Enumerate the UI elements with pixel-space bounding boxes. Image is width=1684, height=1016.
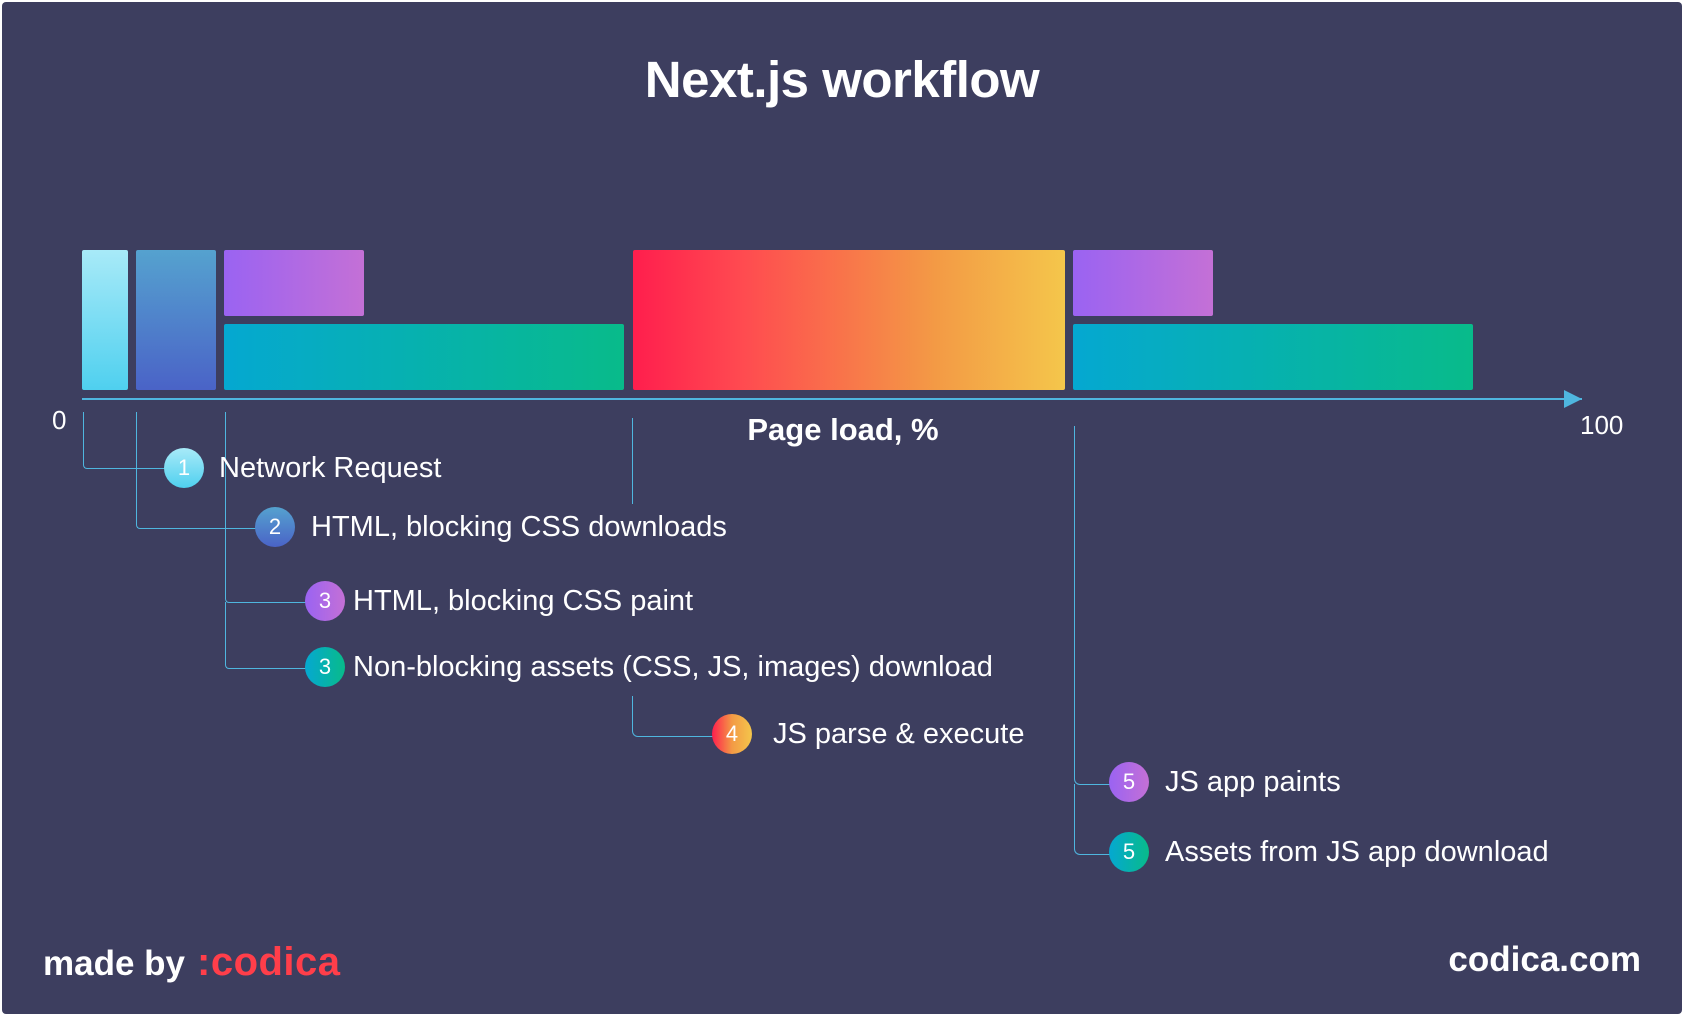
footer-site: codica.com	[1448, 940, 1641, 979]
connector-non-blocking-assets	[225, 602, 306, 669]
axis-arrow-icon	[1564, 390, 1582, 408]
step-label: HTML, blocking CSS paint	[353, 585, 694, 617]
step-label: Network Request	[219, 452, 442, 484]
step-label: Assets from JS app download	[1165, 836, 1549, 868]
bar-js-app-assets	[1073, 324, 1473, 390]
step-label: JS app paints	[1165, 766, 1341, 798]
codica-logo: :codica	[197, 940, 341, 984]
axis-line	[82, 398, 1582, 400]
axis-start-label: 0	[52, 405, 67, 435]
step-badge: 5	[1109, 832, 1149, 872]
step-badge: 3	[305, 581, 345, 621]
step-badge: 1	[164, 448, 204, 488]
bar-non-blocking-assets	[224, 324, 624, 390]
connector-js-app-paints	[1074, 426, 1111, 785]
made-by-text: made by	[43, 944, 185, 983]
bar-html-css-download	[136, 250, 216, 390]
bar-js-parse-execute	[633, 250, 1065, 390]
bar-html-css-paint	[224, 250, 364, 316]
connector-html-css-paint	[225, 412, 306, 603]
bar-network-request	[82, 250, 128, 390]
step-badge: 3	[305, 647, 345, 687]
connector-js-app-assets	[1074, 784, 1111, 855]
connector-html-css-download	[136, 412, 257, 529]
marker-js-parse-start	[632, 418, 633, 504]
bar-js-app-paints	[1073, 250, 1213, 316]
step-badge: 5	[1109, 762, 1149, 802]
diagram-title: Next.js workflow	[644, 51, 1040, 108]
step-label: Non-blocking assets (CSS, JS, images) do…	[353, 651, 993, 683]
connector-js-parse-execute	[632, 696, 713, 737]
axis-end-label: 100	[1580, 410, 1624, 440]
axis-label: Page load, %	[747, 412, 939, 447]
footer-made-by: made by :codica	[43, 940, 341, 985]
step-label: JS parse & execute	[773, 718, 1025, 750]
step-badge: 2	[255, 507, 295, 547]
step-badge: 4	[712, 714, 752, 754]
connector-network-request	[83, 412, 166, 469]
step-label: HTML, blocking CSS downloads	[311, 511, 727, 543]
